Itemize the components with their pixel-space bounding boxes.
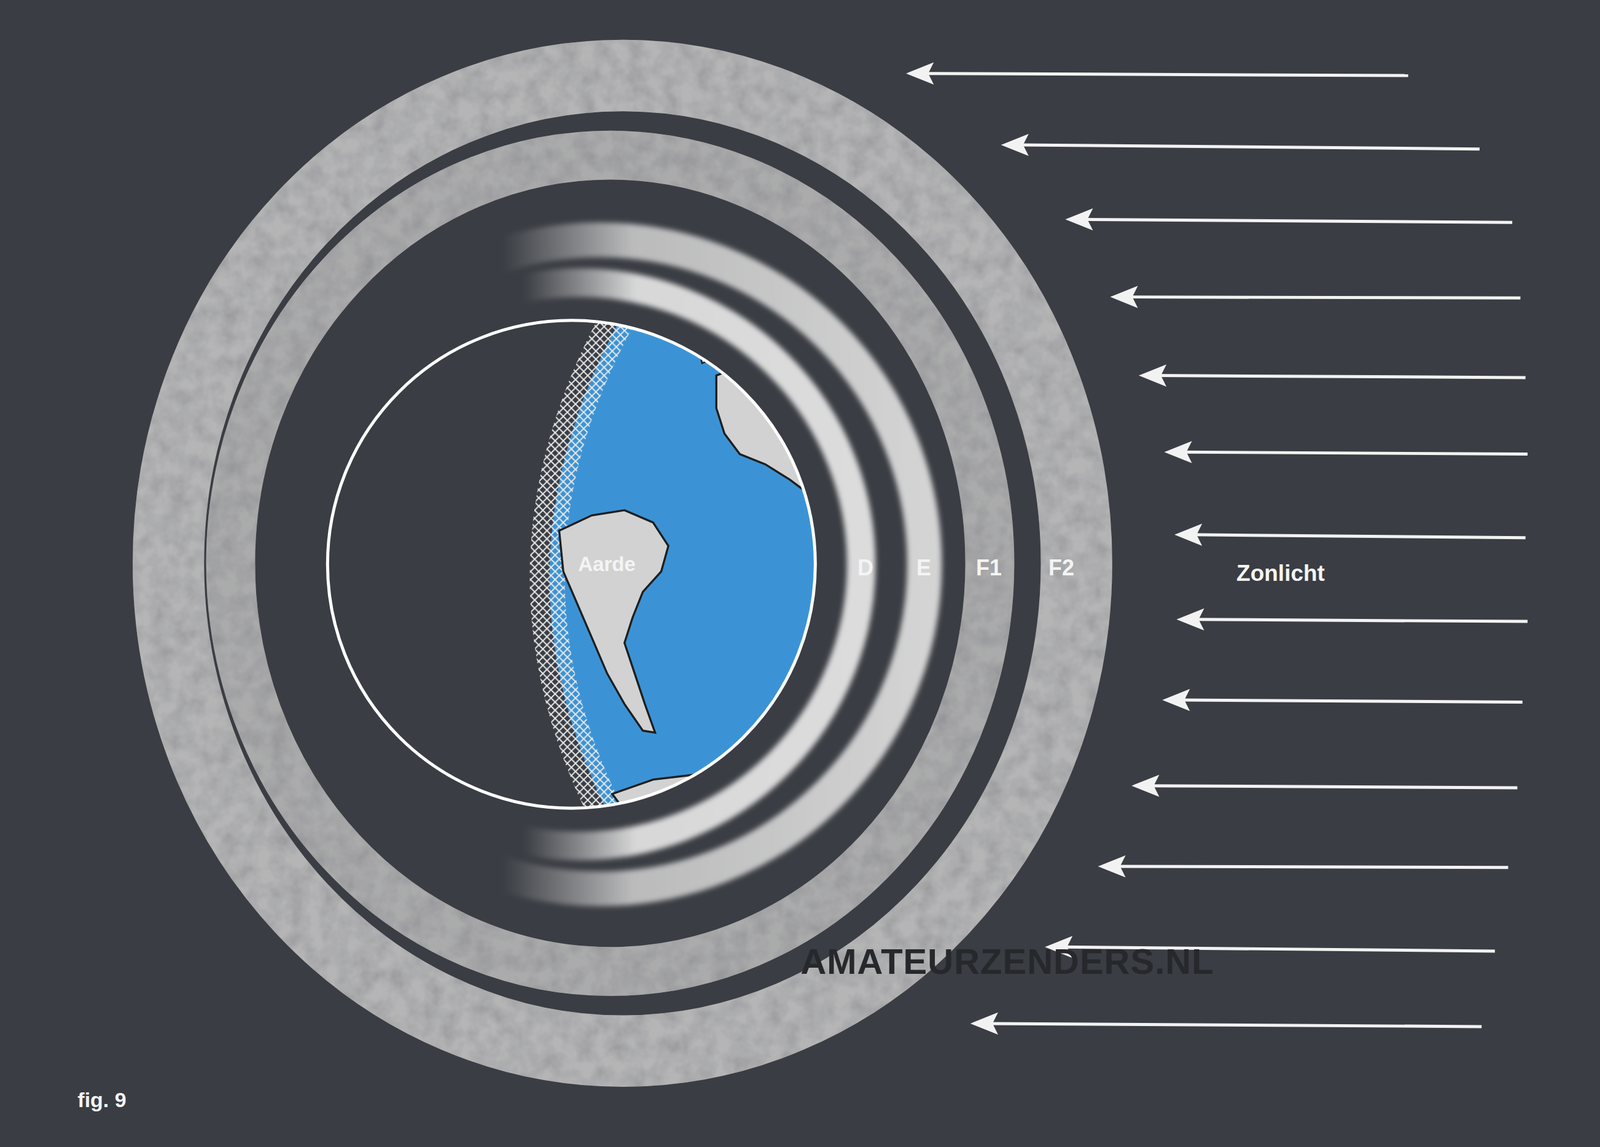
arrow-shaft [1149, 786, 1518, 789]
sunlight-label: Zonlicht [1236, 560, 1325, 587]
node-text: D [857, 555, 874, 582]
arrow-head [1004, 136, 1026, 154]
arrow-shaft [1179, 700, 1523, 703]
arrow-head [1101, 858, 1123, 876]
node-text: E [916, 555, 932, 582]
africa [716, 367, 823, 511]
arrow-shaft [987, 1023, 1482, 1027]
node-text: Aarde [577, 552, 636, 577]
earth-outline [327, 320, 816, 809]
layer-label-node: E [912, 554, 935, 583]
arrow-shaft [1155, 375, 1526, 378]
arrow-head [1168, 444, 1189, 461]
layer-label-node: F2 [1044, 554, 1078, 583]
arrow-shaft [1191, 534, 1526, 539]
arrow-head [1180, 611, 1201, 628]
e-layer-band [275, 240, 925, 890]
arrow-shaft [923, 73, 1409, 76]
f2-layer-band [168, 75, 1077, 1052]
arrow-shaft [1018, 144, 1480, 150]
arrow-shaft [1181, 452, 1528, 454]
arrow-head [1069, 211, 1090, 228]
arrow-head [1166, 692, 1187, 709]
arrow-head [1114, 288, 1135, 306]
watermark: AMATEURZENDERS.NL [800, 940, 1214, 983]
node-text: F1 [975, 555, 1002, 582]
antarctica [612, 773, 778, 822]
arrow-shaft [1082, 219, 1513, 223]
arrow-head [910, 65, 931, 82]
arrow-head [1135, 777, 1156, 795]
arrow-shaft [1127, 297, 1521, 299]
figure-caption: fig. 9 [77, 1088, 126, 1113]
d-layer-band [297, 282, 862, 846]
arrow-head [974, 1015, 996, 1033]
arrow-head [1143, 367, 1164, 384]
node-text: F2 [1048, 555, 1075, 582]
layer-label-node: D [853, 554, 878, 583]
arrow-head [1178, 526, 1199, 544]
arrow-shaft [1115, 866, 1509, 868]
f1-layer-band [230, 155, 990, 973]
sunlight-arrows [910, 65, 1528, 1032]
layer-label-node: F1 [972, 554, 1006, 583]
arrow-shaft [1194, 619, 1528, 622]
earth-day-side [547, 306, 837, 822]
south-america [558, 510, 669, 733]
earth-node: Aarde [574, 551, 640, 578]
